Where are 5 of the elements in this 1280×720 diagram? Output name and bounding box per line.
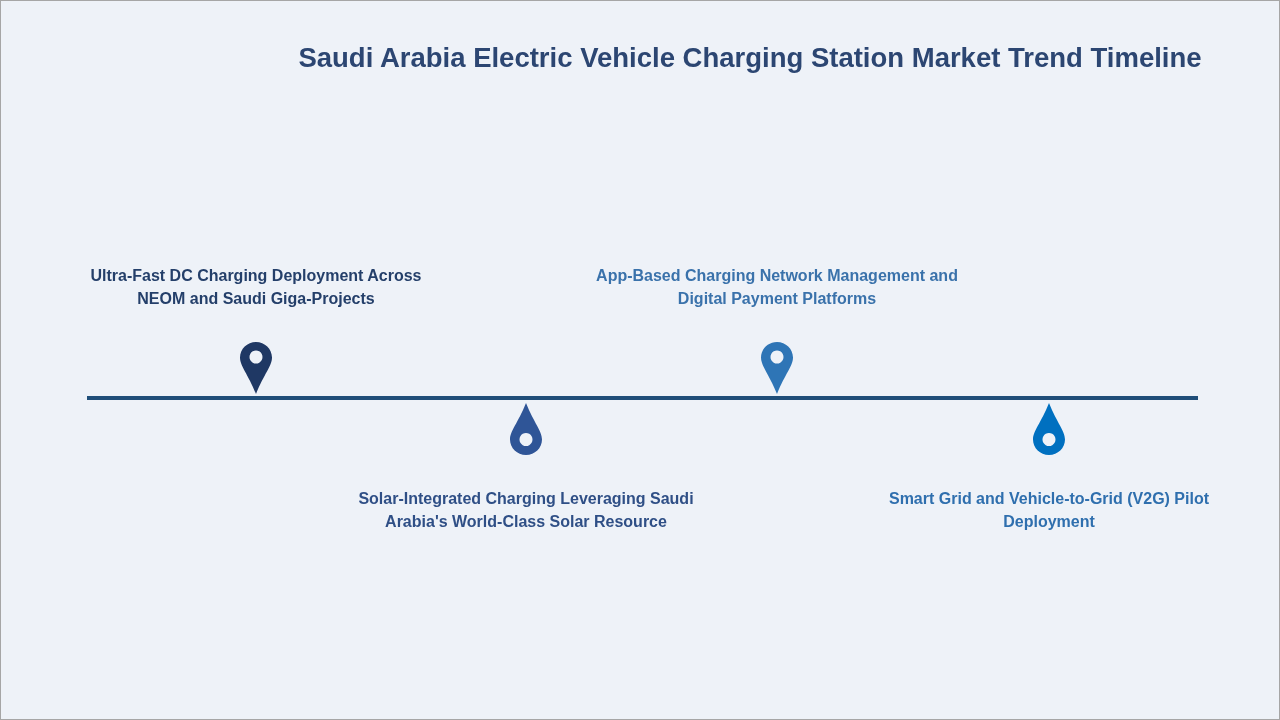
title: Saudi Arabia Electric Vehicle Charging Station Market Trend Timeline — [298, 41, 1202, 75]
milestone-text: App-Based Charging Network Management and Digital Payment Platforms — [595, 266, 959, 309]
milestone-text: Ultra-Fast DC Charging Deployment Across NEOM and Saudi Giga-Projects — [89, 266, 423, 309]
milestone-text: Smart Grid and Vehicle-to-Grid (V2G) Pilot Deployment — [887, 489, 1210, 532]
milestone-text: Solar-Integrated Charging Leveraging Saudi Arabia's World-Class Solar Resource — [357, 489, 695, 532]
